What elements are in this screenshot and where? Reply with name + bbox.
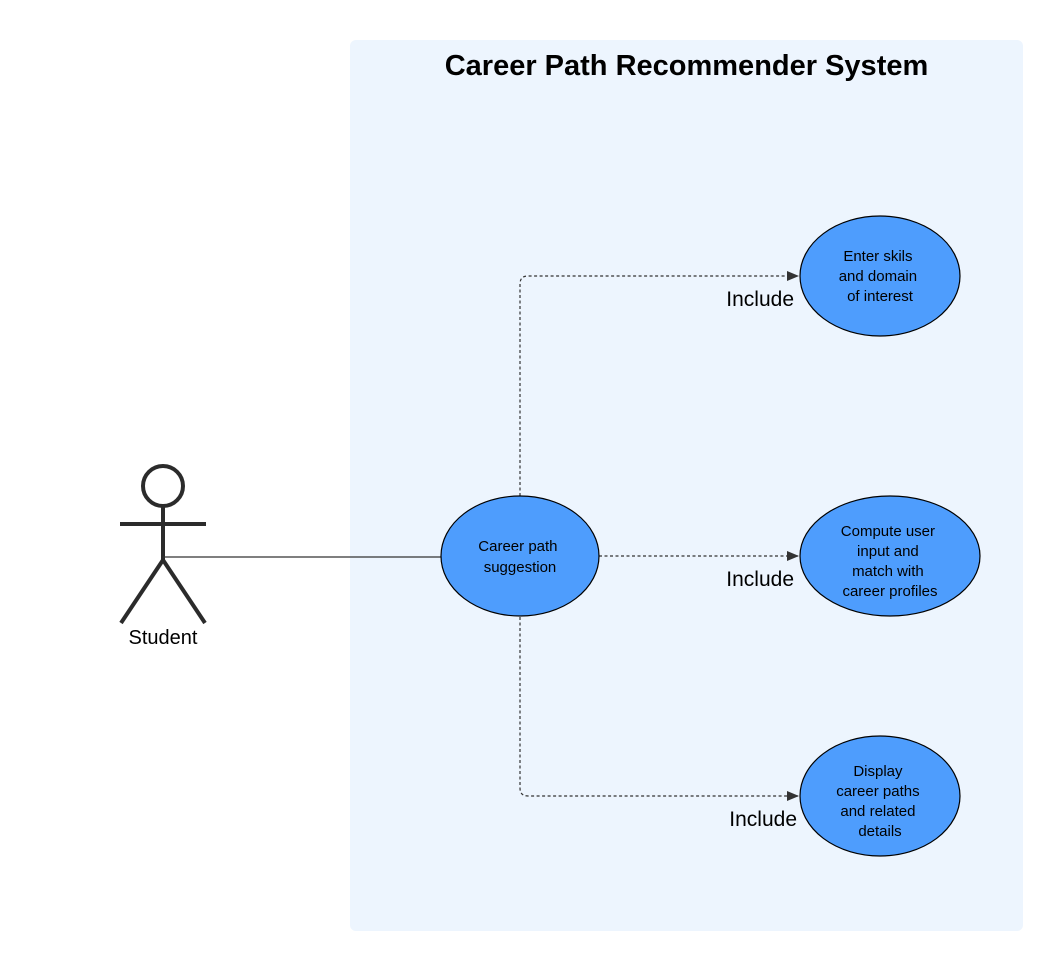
use-case-label: Career path suggestion [478,538,561,576]
use-case-career-path-suggestion[interactable]: Career path suggestion [440,495,600,617]
use-case-label-line: Display [853,763,903,780]
use-case-label: Enter skils and domain of interest [839,248,922,305]
use-case-ellipse [799,735,961,857]
use-case-label-line: career paths [836,783,919,800]
system-title: Career Path Recommender System [444,50,929,82]
include-connector-display [519,617,799,801]
actor-left-leg [119,558,165,625]
use-case-label-line: of interest [847,288,914,305]
use-case-label-line: input and [857,543,919,560]
use-case-label-line: details [858,823,901,840]
actor-right-leg [161,558,207,625]
use-case-label-line: and related [840,803,915,820]
use-case-enter-skills[interactable]: Enter skils and domain of interest [799,215,961,337]
use-case-label-line: Compute user [841,523,935,540]
use-case-ellipse [799,495,981,617]
use-case-label-line: Enter skils [843,248,912,265]
use-case-label-line: Career path [478,538,557,555]
include-label-1: Include [726,288,794,311]
use-case-label-line: suggestion [484,559,557,576]
actor-label: Student [129,627,198,649]
use-case-compute-input[interactable]: Compute user input and match with career… [799,495,981,617]
actor-student[interactable]: Student [119,464,207,649]
include-label-2: Include [726,568,794,591]
use-case-display-career-paths[interactable]: Display career paths and related details [799,735,961,857]
actor-head [141,464,185,508]
use-case-label: Compute user input and match with career… [841,523,939,600]
use-case-label-line: and domain [839,268,917,285]
use-case-ellipse [440,495,600,617]
use-case-label-line: career profiles [842,583,937,600]
use-case-label: Display career paths and related details [836,763,924,840]
include-label-3: Include [729,808,797,831]
use-case-ellipse [799,215,961,337]
use-case-label-line: match with [852,563,924,580]
